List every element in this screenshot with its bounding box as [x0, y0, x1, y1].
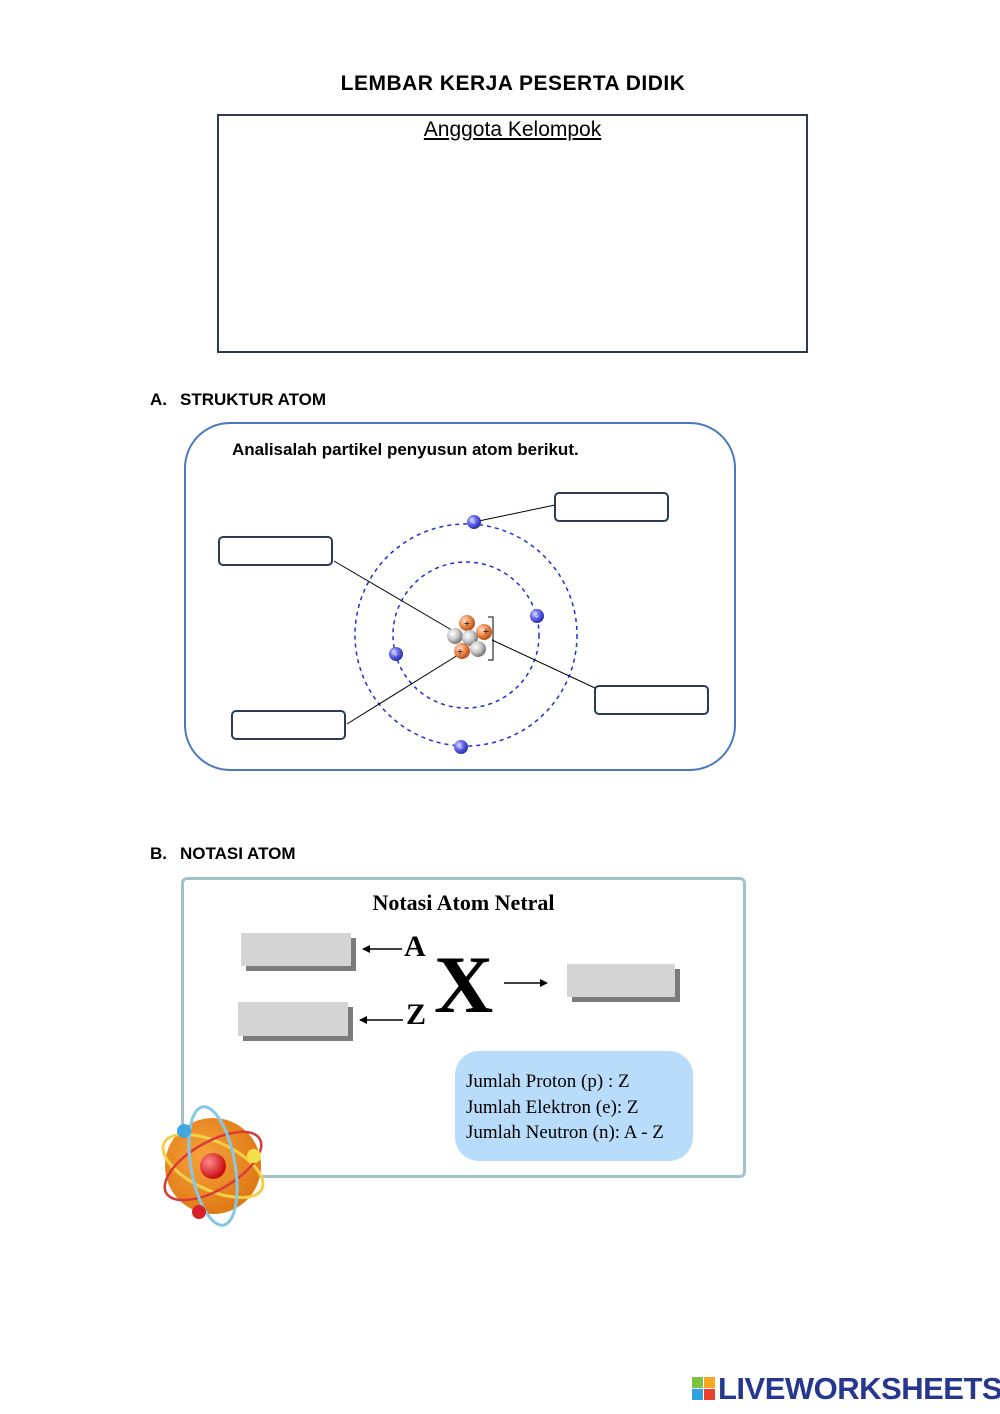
liveworksheets-logo-badge-icon — [692, 1377, 715, 1400]
section-b-number: B. — [150, 844, 167, 863]
answer-box-electron[interactable] — [554, 492, 669, 522]
answer-box-neutron[interactable] — [594, 685, 709, 715]
proton — [476, 624, 492, 640]
electron: - — [454, 740, 468, 754]
nucleus: + + + — [447, 615, 494, 661]
section-a-heading: A. STRUKTUR ATOM — [150, 390, 326, 410]
info-line-electron: Jumlah Elektron (e): Z — [466, 1096, 639, 1118]
answer-box-atomic-number[interactable] — [238, 1002, 348, 1036]
svg-text:-: - — [459, 743, 462, 753]
proton — [454, 643, 470, 659]
worksheet-title: LEMBAR KERJA PESERTA DIDIK — [340, 72, 686, 95]
info-line-neutron: Jumlah Neutron (n): A - Z — [466, 1122, 664, 1143]
mass-number-symbol: A — [404, 930, 426, 963]
pointer-line-top-left — [333, 560, 456, 633]
atom-diagram: - - - - + + + — [333, 504, 596, 754]
arrow-left-icon — [359, 1016, 403, 1024]
electron: - — [530, 609, 544, 623]
svg-text:+: + — [457, 647, 464, 656]
section-a-number: A. — [150, 390, 167, 409]
svg-text:+: + — [464, 619, 471, 628]
atomic-number-symbol: Z — [406, 998, 427, 1031]
liveworksheets-logo[interactable]: LIVEWORKSHEETS — [718, 1371, 1000, 1406]
group-members-box[interactable]: Anggota Kelompok — [217, 114, 808, 353]
neutron — [462, 630, 478, 646]
neutron — [447, 628, 463, 644]
arrow-right-icon — [504, 979, 548, 987]
section-b-heading: B. NOTASI ATOM — [150, 844, 296, 864]
electron: - — [389, 647, 403, 661]
atom-clipart-icon — [161, 1105, 265, 1227]
group-members-title: Anggota Kelompok — [423, 118, 602, 141]
answer-box-proton[interactable] — [231, 710, 346, 740]
element-symbol: X — [434, 939, 494, 1030]
arrow-left-icon — [362, 945, 402, 953]
svg-text:+: + — [483, 627, 490, 636]
pointer-line-bottom-right — [491, 639, 596, 689]
section-a-title: STRUKTUR ATOM — [180, 390, 327, 409]
svg-text:-: - — [394, 650, 397, 660]
pointer-line-bottom-left — [346, 654, 459, 725]
atom-instruction: Analisalah partikel penyusun atom beriku… — [232, 440, 579, 459]
outer-orbit — [354, 523, 578, 747]
answer-box-nucleus[interactable] — [218, 536, 333, 566]
section-b-title: NOTASI ATOM — [180, 844, 296, 863]
notation-arrows — [359, 945, 548, 1024]
answer-box-element[interactable] — [567, 964, 675, 997]
pointer-line-top-right — [473, 504, 556, 523]
atom-structure-panel — [184, 422, 736, 771]
answer-box-mass-number[interactable] — [241, 933, 351, 966]
svg-text:-: - — [472, 518, 475, 528]
info-line-proton: Jumlah Proton (p) : Z — [466, 1071, 630, 1092]
info-bubble: Jumlah Proton (p) : Z Jumlah Elektron (e… — [455, 1051, 693, 1161]
proton — [459, 615, 475, 631]
neutron — [470, 641, 486, 657]
inner-orbit — [392, 561, 540, 709]
svg-text:-: - — [535, 612, 538, 622]
notation-panel-title: Notasi Atom Netral — [372, 890, 555, 915]
electron: - — [467, 515, 481, 529]
